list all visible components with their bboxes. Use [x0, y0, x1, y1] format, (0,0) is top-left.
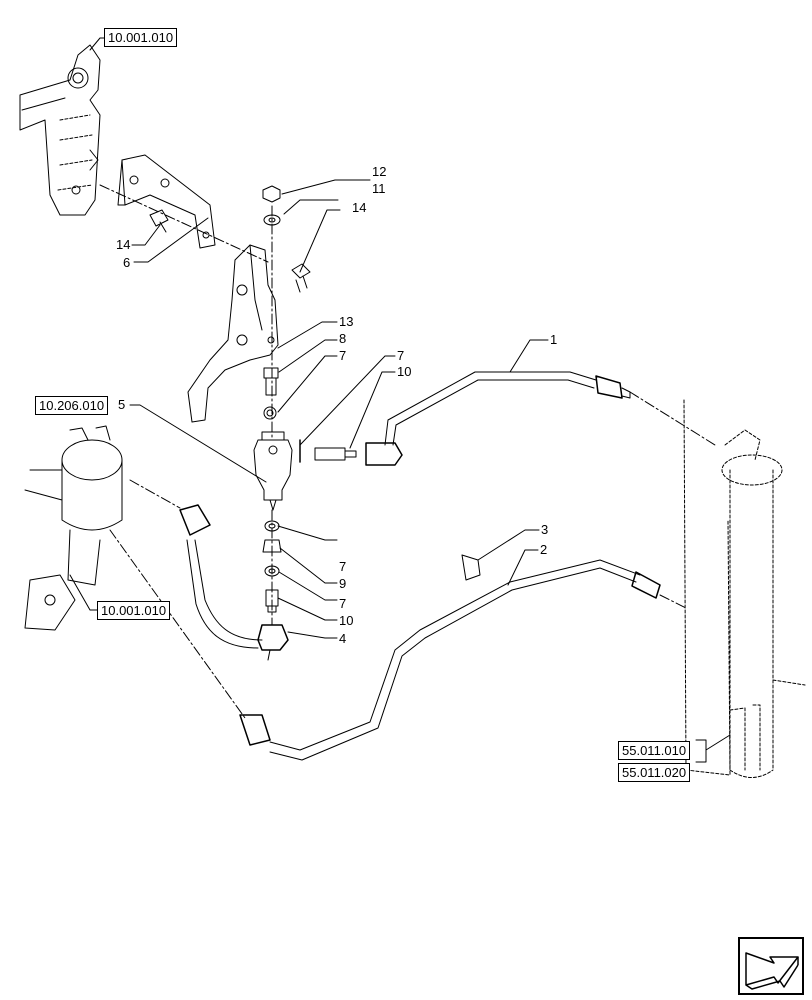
callout-13: 13: [339, 314, 354, 329]
callout-11: 11: [372, 181, 386, 196]
fuel-filter-5: [253, 431, 301, 511]
reference-box-10-206-010[interactable]: 10.206.010: [35, 396, 109, 415]
fuel-pipe-2: [239, 554, 661, 761]
callout-3: 3: [541, 522, 549, 537]
callout-5: 5: [118, 397, 126, 412]
fuel-pipe-1: [365, 371, 631, 466]
bolt-14-right: [291, 263, 311, 293]
hose-assembly-4: [179, 504, 289, 661]
reference-box-10-001-010-top[interactable]: 10.001.010: [104, 28, 178, 47]
callout-14-right: 14: [352, 200, 367, 215]
callout-12: 12: [372, 164, 387, 179]
fitting-10-upper: [314, 447, 357, 461]
fuel-tank-sender: [683, 399, 806, 778]
reference-box-55-011-020[interactable]: 55.011.020: [618, 763, 691, 782]
engine-filter-housing: [24, 425, 123, 631]
callout-7-top: 7: [339, 348, 347, 363]
callout-9: 9: [339, 576, 347, 591]
next-page-arrow-icon: [745, 952, 799, 990]
callout-6: 6: [123, 255, 131, 270]
callout-2: 2: [540, 542, 548, 557]
bolt-14-left: [149, 209, 169, 233]
bracket-13: [187, 244, 279, 423]
reference-box-55-011-010[interactable]: 55.011.010: [618, 741, 691, 760]
bracket-6: [117, 154, 216, 249]
banjo-bolt-8: [263, 367, 279, 420]
callout-1: 1: [550, 332, 558, 347]
callout-7-filter: 7: [397, 348, 405, 363]
callout-10-lower: 10: [339, 613, 354, 628]
callout-10-upper: 10: [397, 364, 412, 379]
engine-block-top: [19, 44, 101, 216]
next-page-button[interactable]: [738, 937, 804, 995]
callout-7-lower-a: 7: [339, 559, 347, 574]
callout-8: 8: [339, 331, 347, 346]
callout-7-lower-b: 7: [339, 596, 347, 611]
assembly-centerlines: [99, 184, 716, 719]
reference-box-10-001-010-mid[interactable]: 10.001.010: [97, 601, 171, 620]
tank-tubes: [729, 704, 761, 771]
callout-4: 4: [339, 631, 347, 646]
callout-14-left: 14: [116, 237, 131, 252]
callout-leader-lines: [69, 37, 731, 763]
